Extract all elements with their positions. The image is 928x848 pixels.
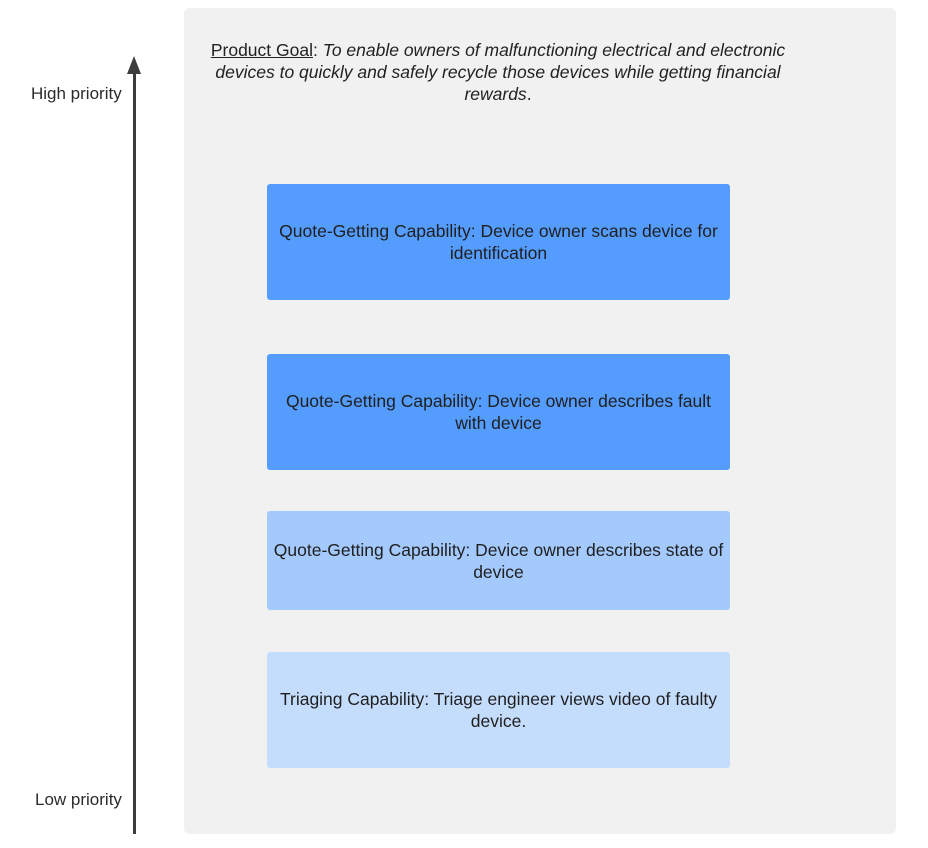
capability-card-text: Quote-Getting Capability: Device owner d… xyxy=(273,539,724,582)
product-goal-text: o enable owners of malfunctioning electr… xyxy=(215,40,786,104)
capability-card-2[interactable]: Quote-Getting Capability: Device owner d… xyxy=(267,354,730,470)
product-goal-label: Product Goal xyxy=(210,40,313,60)
product-goal: Product Goal: To enable owners of malfun… xyxy=(210,39,786,105)
capability-card-text: Quote-Getting Capability: Device owner s… xyxy=(279,221,718,263)
capability-card-1[interactable]: Quote-Getting Capability: Device owner s… xyxy=(267,184,730,300)
low-priority-label: Low priority xyxy=(35,790,122,809)
product-goal-suffix: . xyxy=(526,84,532,104)
priority-arrow-head xyxy=(127,56,141,74)
capability-card-4[interactable]: Triaging Capability: Triage engineer vie… xyxy=(267,652,730,768)
capability-card-text: Quote-Getting Capability: Device owner d… xyxy=(285,391,712,433)
capability-card-3[interactable]: Quote-Getting Capability: Device owner d… xyxy=(267,511,730,610)
product-goal-prefix: T xyxy=(322,40,332,60)
product-goal-separator: : xyxy=(312,40,323,60)
high-priority-label: High priority xyxy=(31,84,122,103)
priority-axis-line xyxy=(133,72,136,834)
capability-card-text: Triaging Capability: Triage engineer vie… xyxy=(279,689,718,731)
